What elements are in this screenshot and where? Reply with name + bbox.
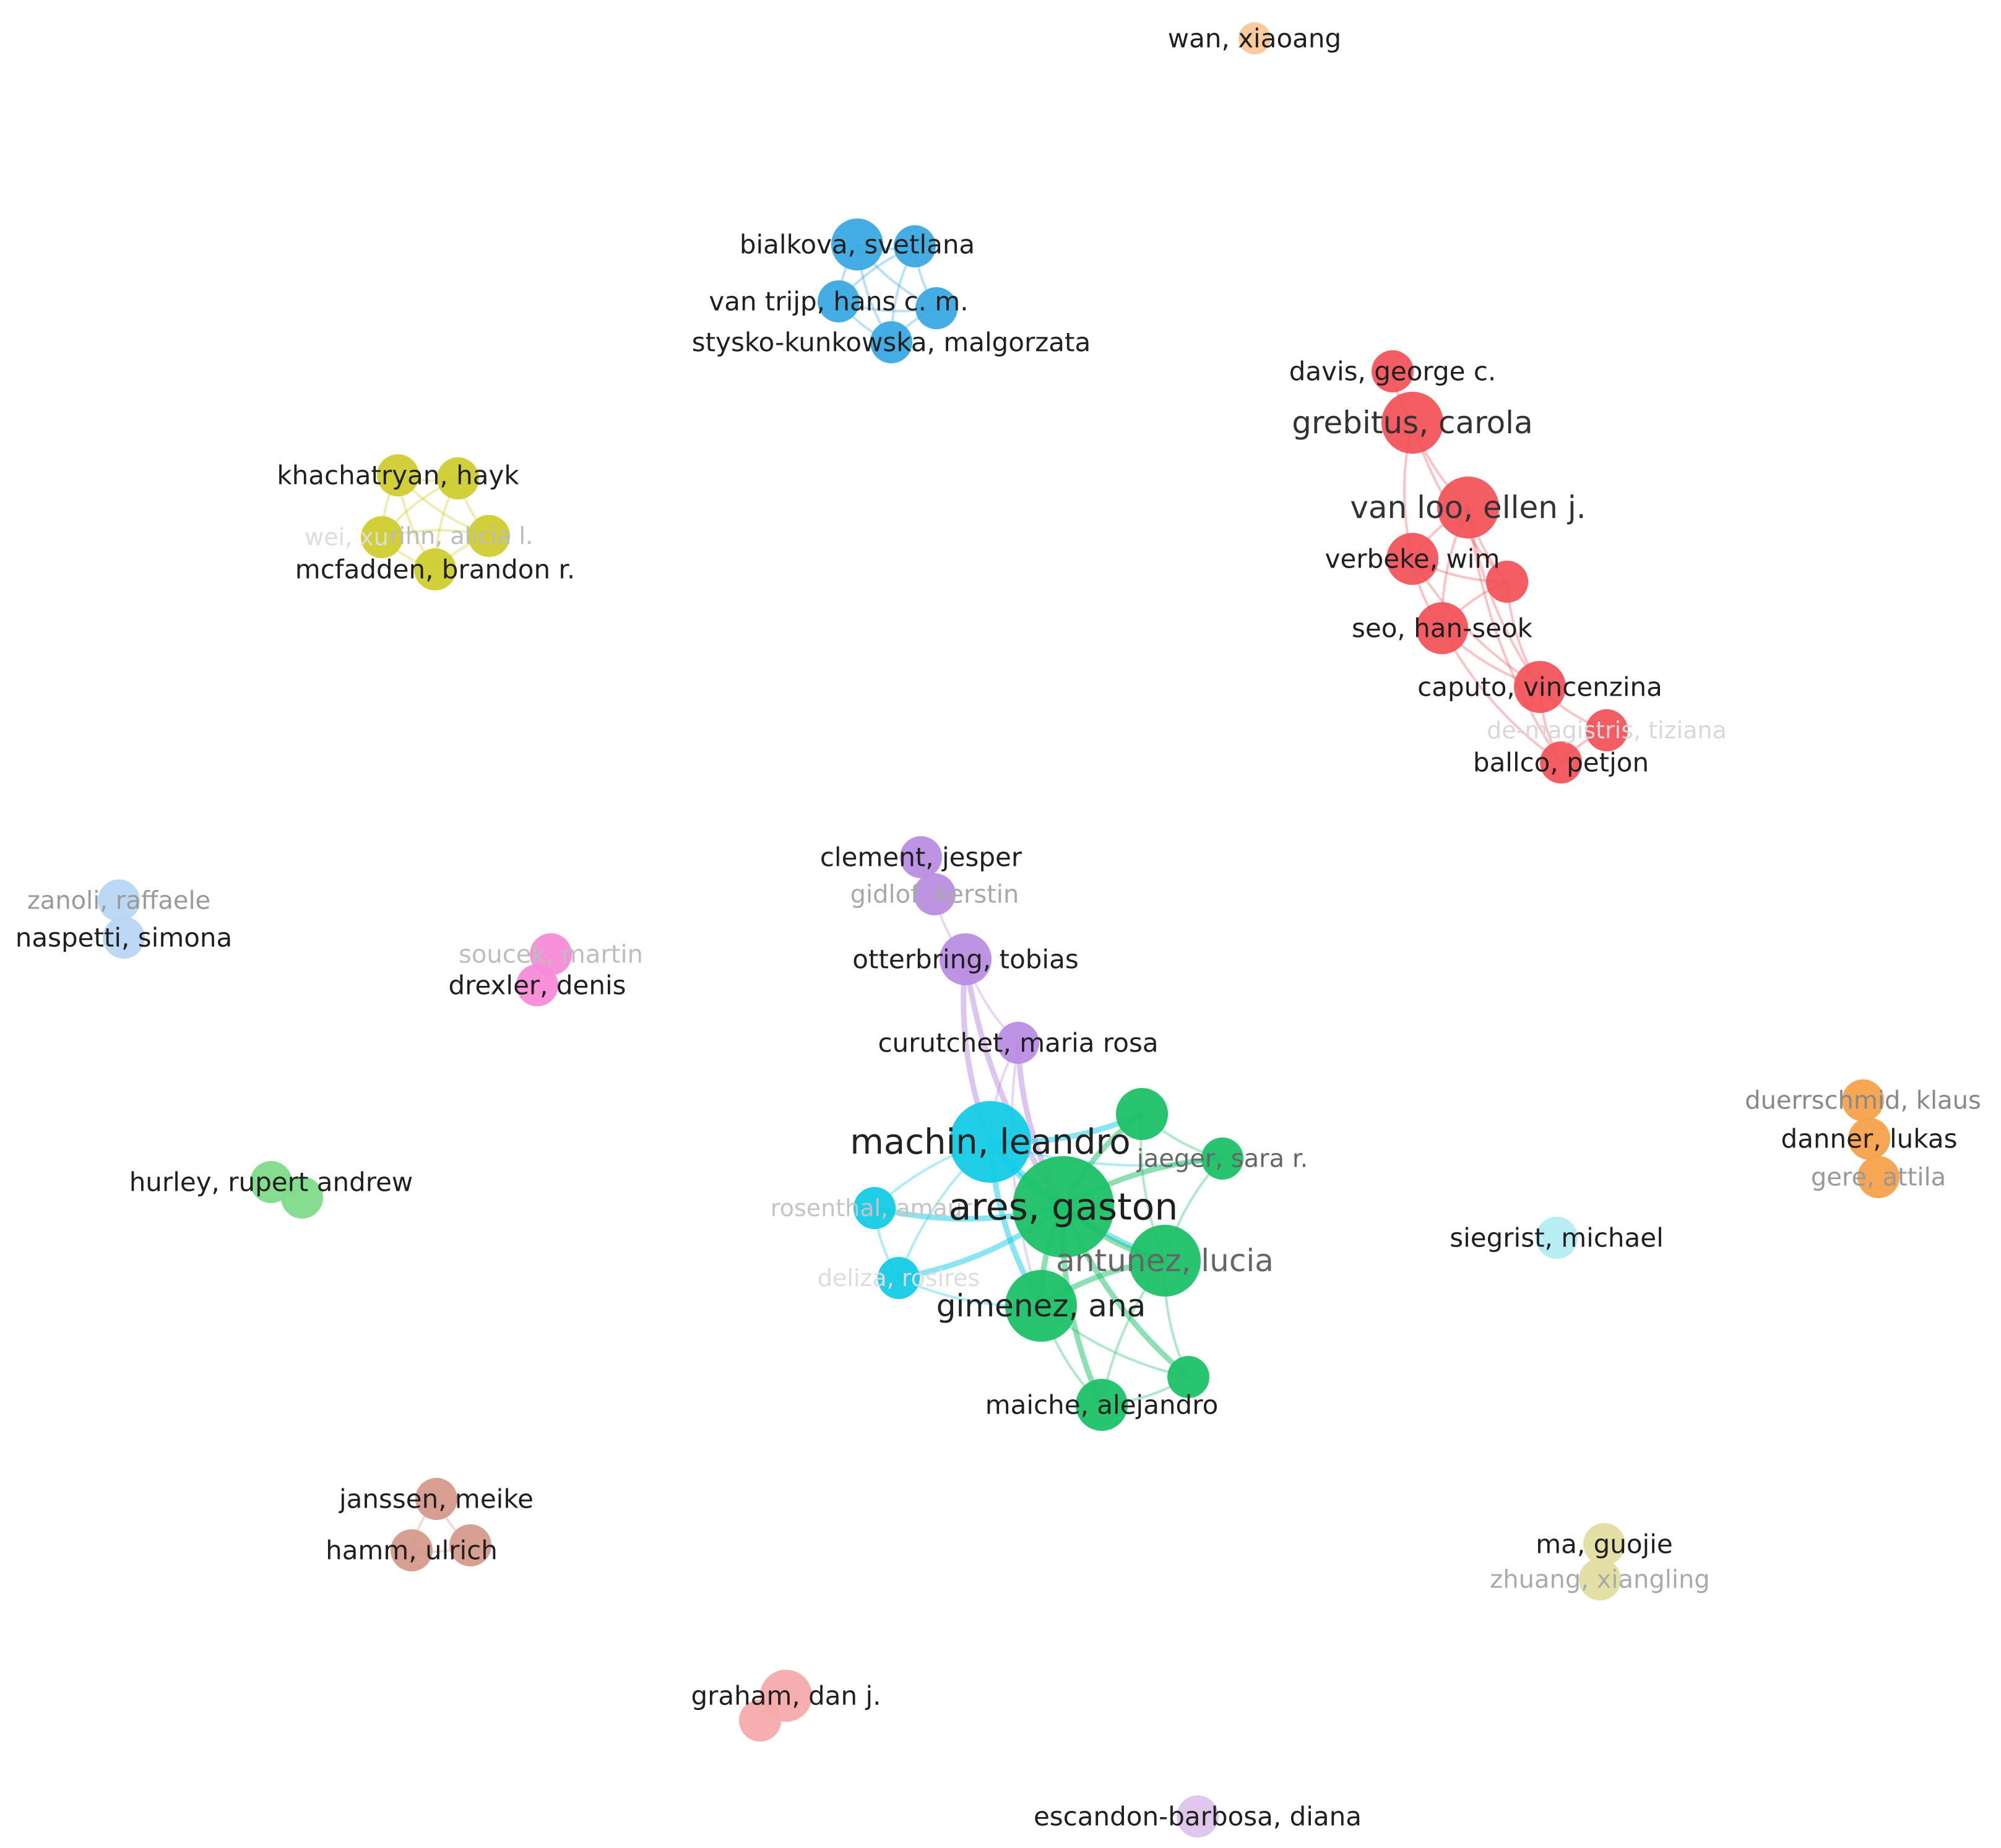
link-vanloo-ballco [1467, 507, 1562, 764]
node-machin[interactable] [949, 1101, 1031, 1183]
label-wan: wan, xiaoang [1168, 23, 1341, 53]
node-otterbring[interactable] [940, 933, 992, 985]
label-caputo: caputo, vincenzina [1417, 671, 1662, 702]
label-escandon: escandon-barbosa, diana [1034, 1801, 1362, 1831]
label-curutchet: curutchet, maria rosa [878, 1027, 1158, 1058]
node-vanloo[interactable] [1437, 477, 1499, 538]
node-grebitus[interactable] [1381, 392, 1443, 454]
label-ballco: ballco, petjon [1473, 747, 1649, 777]
label-demagistris: de-magistris, tiziana [1487, 717, 1727, 744]
node-green6[interactable] [1167, 1356, 1209, 1398]
label-vantrijp: van trijp, hans c. m. [709, 286, 968, 316]
label-hurley: hurley, rupert andrew [129, 1167, 413, 1197]
node-ballco[interactable] [1540, 741, 1582, 784]
label-machin: machin, leandro [850, 1122, 1130, 1162]
label-soucek: soucek, martin [459, 941, 643, 969]
label-rosenthal: rosenthal, amauri [771, 1194, 979, 1222]
node-blue2[interactable] [894, 225, 936, 267]
label-antunez: antunez, lucia [1056, 1243, 1274, 1279]
label-duerrschmid: duerrschmid, klaus [1745, 1087, 1981, 1115]
label-drexler: drexler, denis [448, 970, 626, 1000]
node-hamm[interactable] [391, 1529, 433, 1571]
node-brown3[interactable] [449, 1524, 491, 1566]
label-davis: davis, george c. [1289, 356, 1497, 386]
label-ma: ma, guojie [1536, 1529, 1673, 1559]
node-ares[interactable] [1013, 1156, 1114, 1258]
label-verbeke: verbeke, wim [1325, 543, 1500, 574]
node-wan[interactable] [1238, 22, 1271, 54]
node-escandon[interactable] [1177, 1795, 1219, 1837]
node-danner[interactable] [1848, 1118, 1890, 1160]
node-caputo[interactable] [1514, 661, 1566, 713]
label-hamm: hamm, ulrich [326, 1535, 498, 1565]
node-maiche[interactable] [1076, 1379, 1128, 1431]
labels-layer: wan, xiaoang bialkova, svetlana van trijp,… [15, 23, 1981, 1831]
node-vantrijp[interactable] [818, 280, 860, 322]
label-mcfadden: mcfadden, brandon r. [295, 554, 575, 584]
node-ma[interactable] [1583, 1523, 1625, 1565]
node-rosenthal[interactable] [854, 1187, 896, 1229]
node-wei[interactable] [361, 516, 403, 558]
node-siegrist[interactable] [1536, 1217, 1578, 1259]
node-yellow2[interactable] [437, 457, 479, 499]
label-gimenez: gimenez, ana [936, 1288, 1146, 1324]
node-drexler[interactable] [516, 964, 558, 1006]
label-rihn: rihn, alicia l. [389, 522, 533, 550]
node-curutchet[interactable] [997, 1022, 1039, 1064]
nodes-layer [98, 22, 1899, 1837]
node-stysko[interactable] [870, 321, 912, 363]
node-rihn[interactable] [468, 515, 510, 557]
label-ares: ares, gaston [949, 1185, 1178, 1228]
node-mcfadden[interactable] [414, 548, 456, 590]
label-otterbring: otterbring, tobias [852, 944, 1078, 974]
node-seo[interactable] [1416, 602, 1468, 654]
node-verbeke[interactable] [1386, 533, 1438, 585]
node-gimenez[interactable] [1005, 1270, 1077, 1342]
label-jaeger: jaeger, sara r. [1136, 1145, 1308, 1173]
node-green1[interactable] [1116, 1088, 1168, 1140]
node-zhuang[interactable] [1579, 1558, 1621, 1600]
label-clement: clement, jesper [820, 842, 1022, 872]
node-khachatryan[interactable] [377, 454, 419, 496]
label-naspetti: naspetti, simona [15, 922, 233, 952]
node-antunez[interactable] [1129, 1225, 1201, 1297]
label-bialkova: bialkova, svetlana [740, 229, 975, 259]
label-maiche: maiche, alejandro [985, 1389, 1219, 1420]
node-jaeger[interactable] [1201, 1138, 1243, 1180]
label-graham: graham, dan j. [691, 1680, 881, 1711]
node-janssen[interactable] [415, 1478, 457, 1520]
node-bialkova[interactable] [831, 218, 883, 270]
label-gidlof: gidlof, kerstin [850, 881, 1019, 909]
link-curutchet-gimenez [1010, 1042, 1042, 1306]
node-zanoli[interactable] [98, 879, 140, 922]
node-gere[interactable] [1857, 1156, 1899, 1198]
label-zanoli: zanoli, raffaele [27, 887, 210, 915]
label-zhuang: zhuang, xiangling [1490, 1566, 1709, 1594]
node-salmon2[interactable] [739, 1699, 781, 1742]
label-danner: danner, lukas [1781, 1123, 1958, 1154]
label-gere: gere, attila [1811, 1164, 1946, 1192]
label-stysko: stysko-kunkowska, malgorzata [692, 327, 1091, 357]
node-demagistris[interactable] [1586, 709, 1628, 751]
node-clement[interactable] [900, 836, 942, 878]
node-deliza[interactable] [878, 1257, 920, 1299]
node-davis[interactable] [1372, 350, 1414, 392]
node-naspetti[interactable] [103, 917, 145, 959]
node-red5[interactable] [1486, 561, 1528, 603]
label-wei: wei, xu [305, 524, 389, 551]
node-duerrschmid[interactable] [1842, 1079, 1884, 1121]
label-grebitus: grebitus, carola [1292, 405, 1532, 441]
node-gidlof[interactable] [914, 873, 956, 915]
label-khachatryan: khachatryan, hayk [277, 460, 519, 490]
label-seo: seo, han-seok [1352, 613, 1533, 643]
label-vanloo: van loo, ellen j. [1350, 490, 1586, 525]
label-siegrist: siegrist, michael [1450, 1222, 1664, 1253]
node-lightgreen2[interactable] [281, 1177, 323, 1219]
label-janssen: janssen, meike [339, 1483, 534, 1514]
label-deliza: deliza, rosires [818, 1264, 980, 1292]
node-blue4[interactable] [915, 287, 957, 329]
